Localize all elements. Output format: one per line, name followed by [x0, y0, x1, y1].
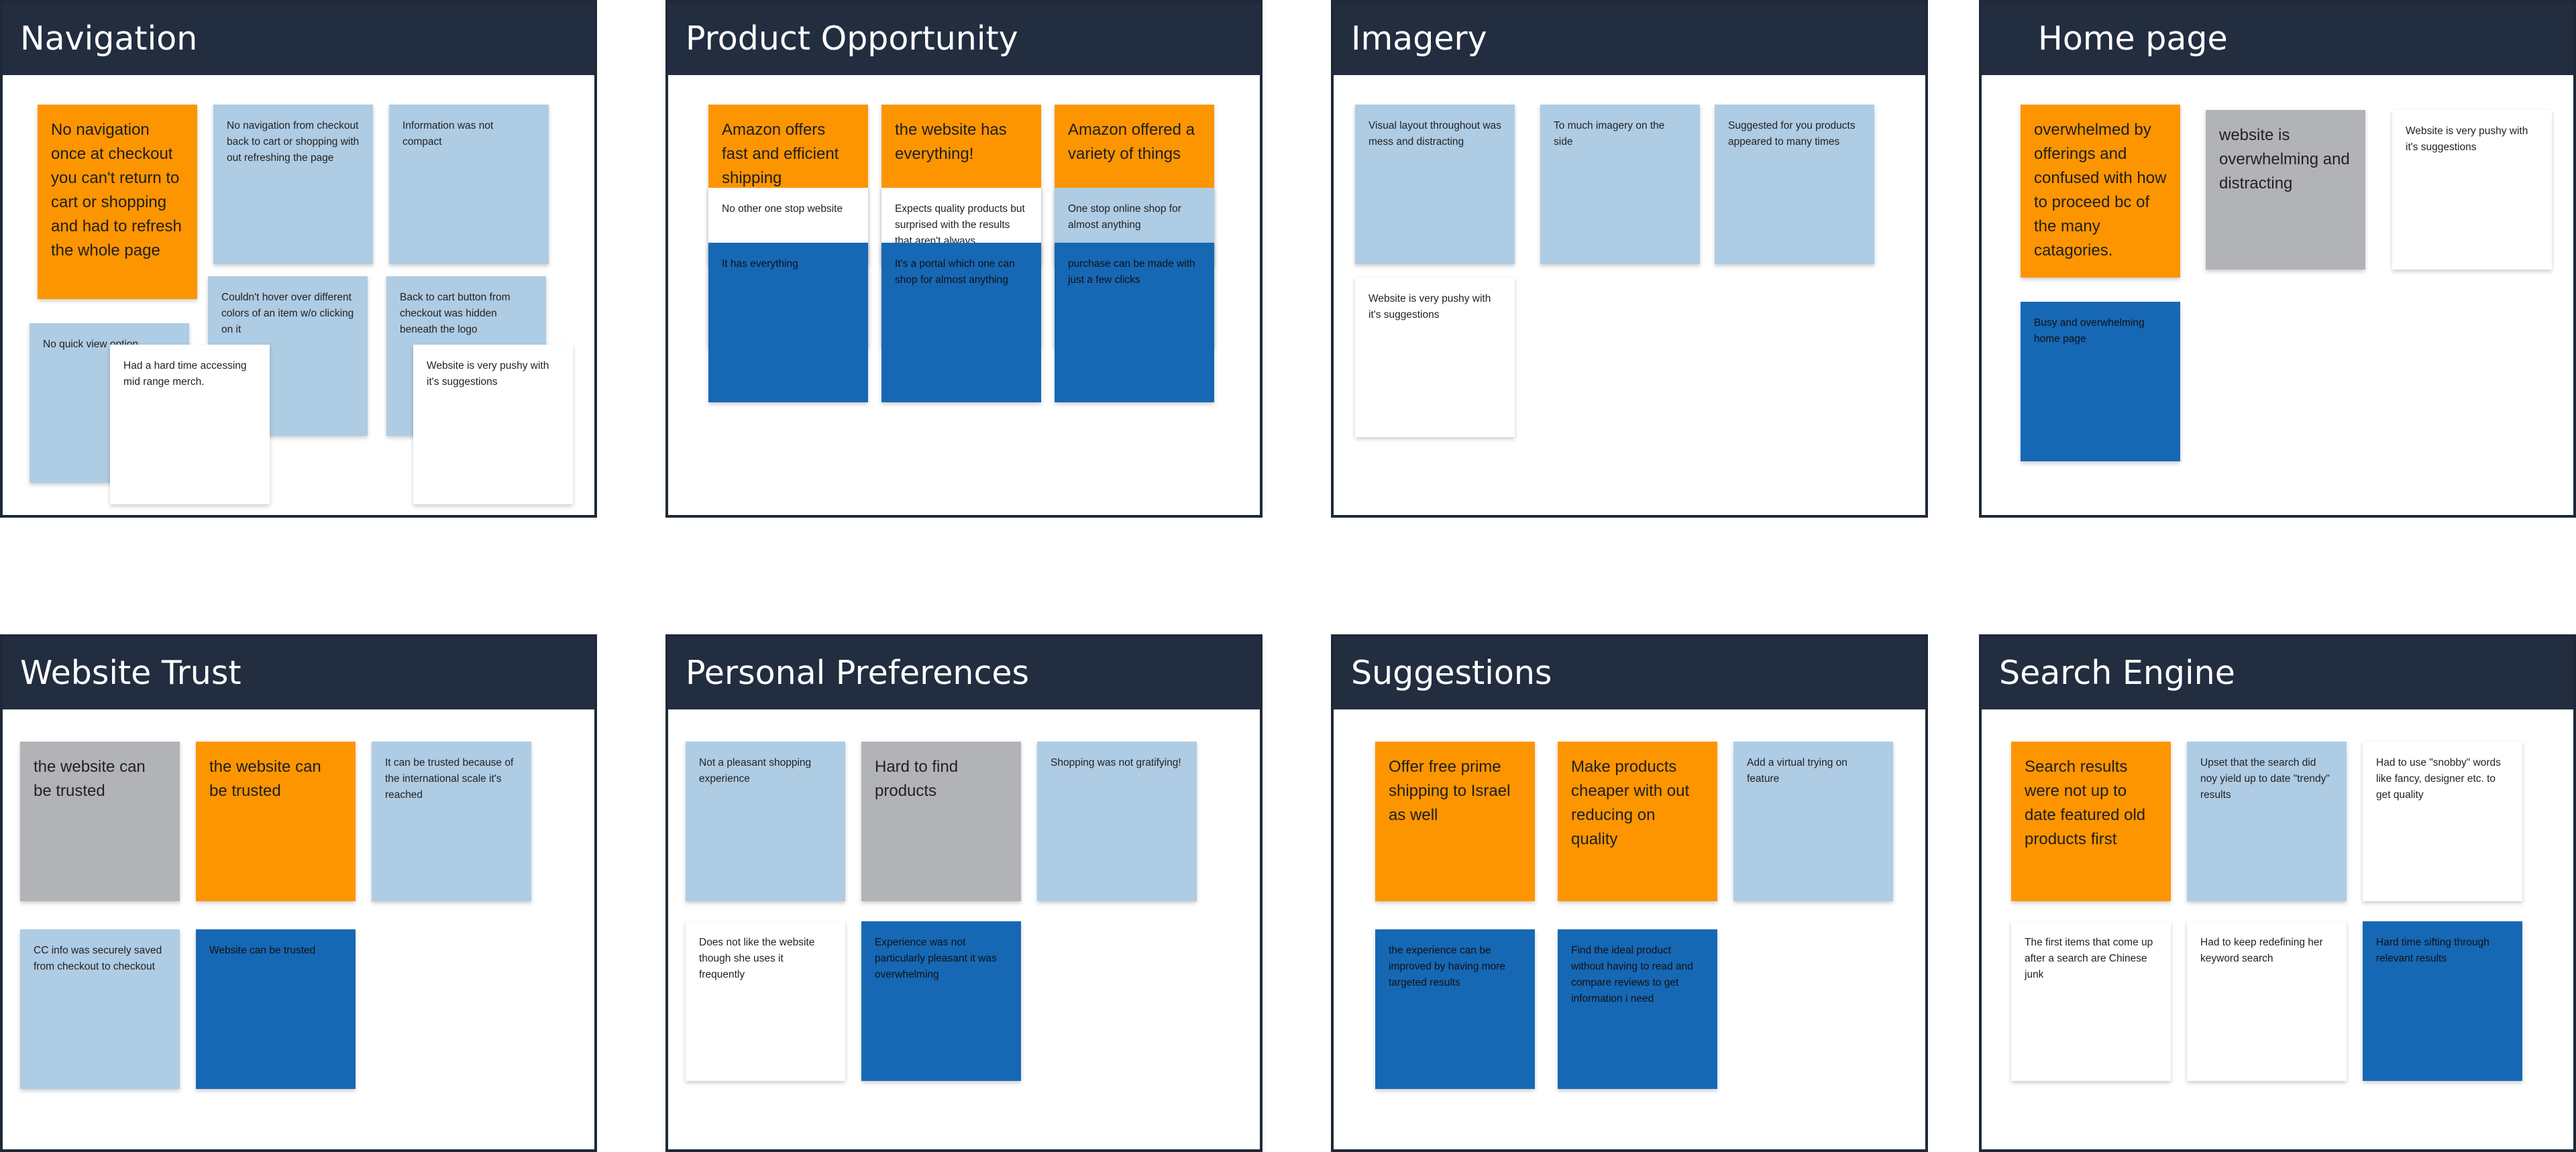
sticky-note[interactable]: It can be trusted because of the interna… [372, 742, 531, 901]
panel-title: Search Engine [1982, 637, 2573, 709]
sticky-note[interactable]: Had to keep redefining her keyword searc… [2187, 921, 2347, 1081]
sticky-note[interactable]: website is overwhelming and distracting [2206, 110, 2365, 270]
sticky-note[interactable]: Experience was not particularly pleasant… [861, 921, 1021, 1081]
panel-personal-preferences: Personal Preferences Not a pleasant shop… [665, 634, 1263, 1152]
sticky-note[interactable]: Website is very pushy with it's suggesti… [2392, 110, 2552, 270]
panel-title: Home page [1982, 3, 2573, 75]
sticky-note[interactable]: No navigation once at checkout you can't… [38, 105, 197, 299]
panel-title: Website Trust [3, 637, 594, 709]
sticky-note[interactable]: Upset that the search did noy yield up t… [2187, 742, 2347, 901]
sticky-note[interactable]: Had a hard time accessing mid range merc… [110, 345, 270, 504]
panel-title: Imagery [1334, 3, 1925, 75]
sticky-note[interactable]: The first items that come up after a sea… [2011, 921, 2171, 1081]
sticky-note[interactable]: Shopping was not gratifying! [1037, 742, 1197, 901]
sticky-note[interactable]: Website is very pushy with it's suggesti… [1355, 278, 1515, 437]
panel-product-opportunity: Product Opportunity Amazon offers fast a… [665, 0, 1263, 518]
sticky-note[interactable]: It has everything [708, 243, 868, 402]
sticky-note[interactable]: It's a portal which one can shop for alm… [881, 243, 1041, 402]
sticky-note[interactable]: overwhelmed by offerings and confused wi… [2021, 105, 2180, 278]
panel-imagery: Imagery Visual layout throughout was mes… [1331, 0, 1928, 518]
sticky-note[interactable]: Add a virtual trying on feature [1733, 742, 1893, 901]
sticky-note[interactable]: Hard time sifting through relevant resul… [2363, 921, 2522, 1081]
sticky-note[interactable]: Find the ideal product without having to… [1558, 929, 1717, 1089]
sticky-note[interactable]: Had to use "snobby" words like fancy, de… [2363, 742, 2522, 901]
sticky-note[interactable]: Suggested for you products appeared to m… [1715, 105, 1874, 264]
sticky-note[interactable]: CC info was securely saved from checkout… [20, 929, 180, 1089]
panel-search-engine: Search Engine Search results were not up… [1979, 634, 2576, 1152]
sticky-note[interactable]: Not a pleasant shopping experience [686, 742, 845, 901]
panel-title: Suggestions [1334, 637, 1925, 709]
panel-title: Product Opportunity [668, 3, 1260, 75]
sticky-note[interactable]: Offer free prime shipping to Israel as w… [1375, 742, 1535, 901]
panel-title: Personal Preferences [668, 637, 1260, 709]
sticky-note[interactable]: the experience can be improved by having… [1375, 929, 1535, 1089]
panel-website-trust: Website Trust the website can be trusted… [0, 634, 597, 1152]
sticky-note[interactable]: No navigation from checkout back to cart… [213, 105, 373, 264]
panel-title: Navigation [3, 3, 594, 75]
sticky-note[interactable]: Website can be trusted [196, 929, 356, 1089]
sticky-note[interactable]: Hard to find products [861, 742, 1021, 901]
sticky-note[interactable]: Visual layout throughout was mess and di… [1355, 105, 1515, 264]
sticky-note[interactable]: Make products cheaper with out reducing … [1558, 742, 1717, 901]
sticky-note[interactable]: Website is very pushy with it's suggesti… [413, 345, 573, 504]
panel-home-page: Home page overwhelmed by offerings and c… [1979, 0, 2576, 518]
sticky-note[interactable]: the website can be trusted [20, 742, 180, 901]
sticky-note[interactable]: purchase can be made with just a few cli… [1055, 243, 1214, 402]
sticky-note[interactable]: Does not like the website though she use… [686, 921, 845, 1081]
panel-navigation: Navigation No navigation once at checkou… [0, 0, 597, 518]
sticky-note[interactable]: Information was not compact [389, 105, 549, 264]
panel-suggestions: Suggestions Offer free prime shipping to… [1331, 634, 1928, 1152]
sticky-note[interactable]: the website can be trusted [196, 742, 356, 901]
sticky-note[interactable]: Busy and overwhelming home page [2021, 302, 2180, 461]
sticky-note[interactable]: To much imagery on the side [1540, 105, 1700, 264]
sticky-note[interactable]: Search results were not up to date featu… [2011, 742, 2171, 901]
